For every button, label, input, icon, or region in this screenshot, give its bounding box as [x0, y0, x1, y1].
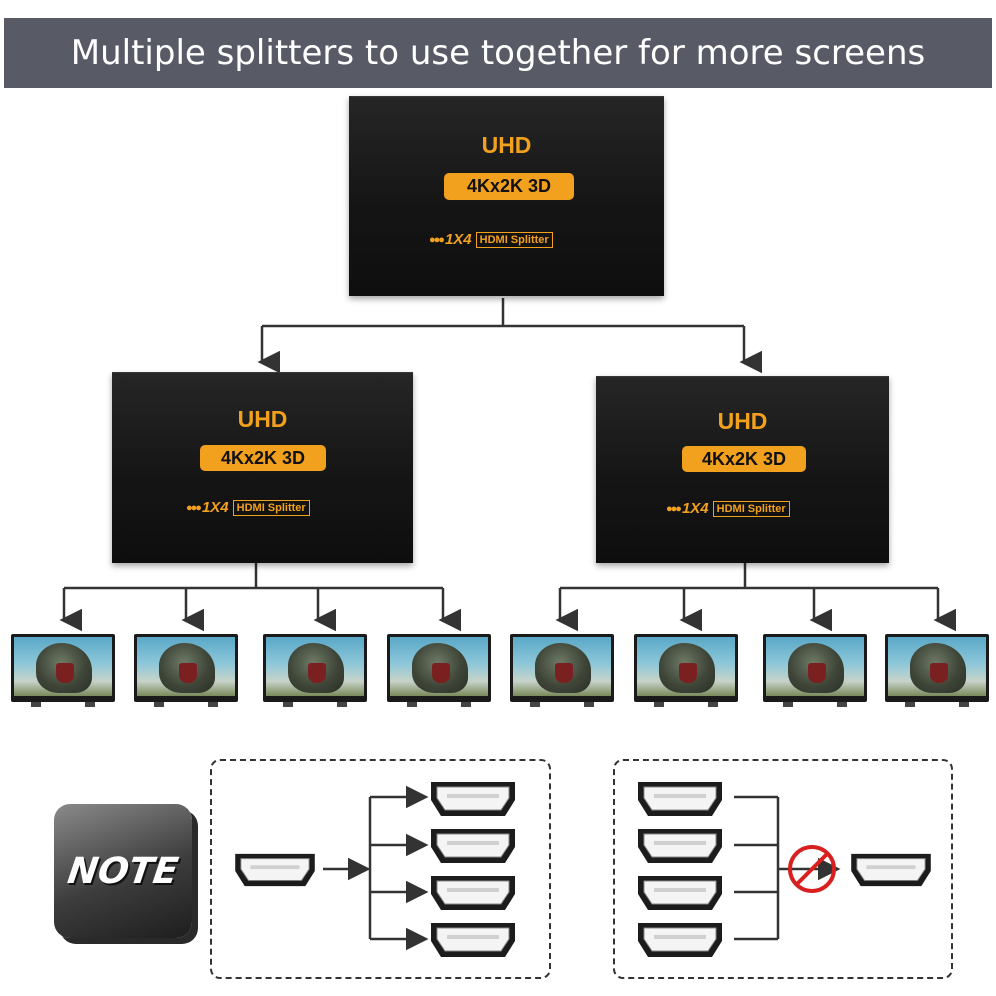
hdmi-port-icon [431, 782, 515, 816]
splitter-right: UHD 4Kx2K 3D ●●● 1X4 HDMI Splitter [596, 376, 889, 563]
model-number: 1X4 [444, 231, 472, 248]
uhd-label: UHD [481, 132, 532, 158]
title-banner: Multiple splitters to use together for m… [4, 18, 992, 88]
tv-icon [763, 634, 867, 707]
model-label: ●●● 1X4 HDMI Splitter [429, 231, 553, 248]
model-name: HDMI Splitter [232, 499, 310, 516]
tv-icon [387, 634, 491, 707]
uhd-label: UHD [237, 406, 288, 432]
hdmi-port-icon [431, 876, 515, 910]
page-title: Multiple splitters to use together for m… [70, 33, 926, 73]
hdmi-port-icon [638, 829, 722, 863]
model-number: 1X4 [681, 500, 709, 517]
model-label: ●●● 1X4 HDMI Splitter [666, 500, 790, 517]
prohibited-icon [788, 845, 836, 893]
tv-icon [263, 634, 367, 707]
splitter-top: UHD 4Kx2K 3D ●●● 1X4 HDMI Splitter [349, 96, 664, 296]
model-number: 1X4 [201, 499, 229, 516]
model-name: HDMI Splitter [712, 500, 790, 517]
tv-icon [11, 634, 115, 707]
resolution-badge: 4Kx2K 3D [682, 446, 806, 472]
tv-icon [885, 634, 989, 707]
signal-dots-icon: ●●● [666, 502, 682, 515]
hdmi-port-icon [638, 923, 722, 957]
uhd-label: UHD [717, 408, 768, 434]
note-label: NOTE [65, 850, 181, 892]
resolution-badge: 4Kx2K 3D [444, 173, 574, 200]
model-label: ●●● 1X4 HDMI Splitter [186, 499, 310, 516]
correct-usage-box [210, 759, 551, 979]
hdmi-port-icon [638, 876, 722, 910]
hdmi-port-icon [431, 829, 515, 863]
incorrect-usage-box [613, 759, 953, 979]
splitter-left: UHD 4Kx2K 3D ●●● 1X4 HDMI Splitter [112, 372, 413, 563]
hdmi-port-icon [851, 853, 931, 887]
tv-icon [134, 634, 238, 707]
signal-dots-icon: ●●● [186, 501, 202, 514]
hdmi-port-icon [431, 923, 515, 957]
tv-icon [510, 634, 614, 707]
tv-icon [634, 634, 738, 707]
resolution-badge: 4Kx2K 3D [200, 445, 326, 471]
note-badge: NOTE [54, 804, 192, 938]
model-name: HDMI Splitter [475, 231, 553, 248]
signal-dots-icon: ●●● [429, 233, 445, 246]
hdmi-port-icon [638, 782, 722, 816]
hdmi-port-icon [235, 853, 315, 887]
